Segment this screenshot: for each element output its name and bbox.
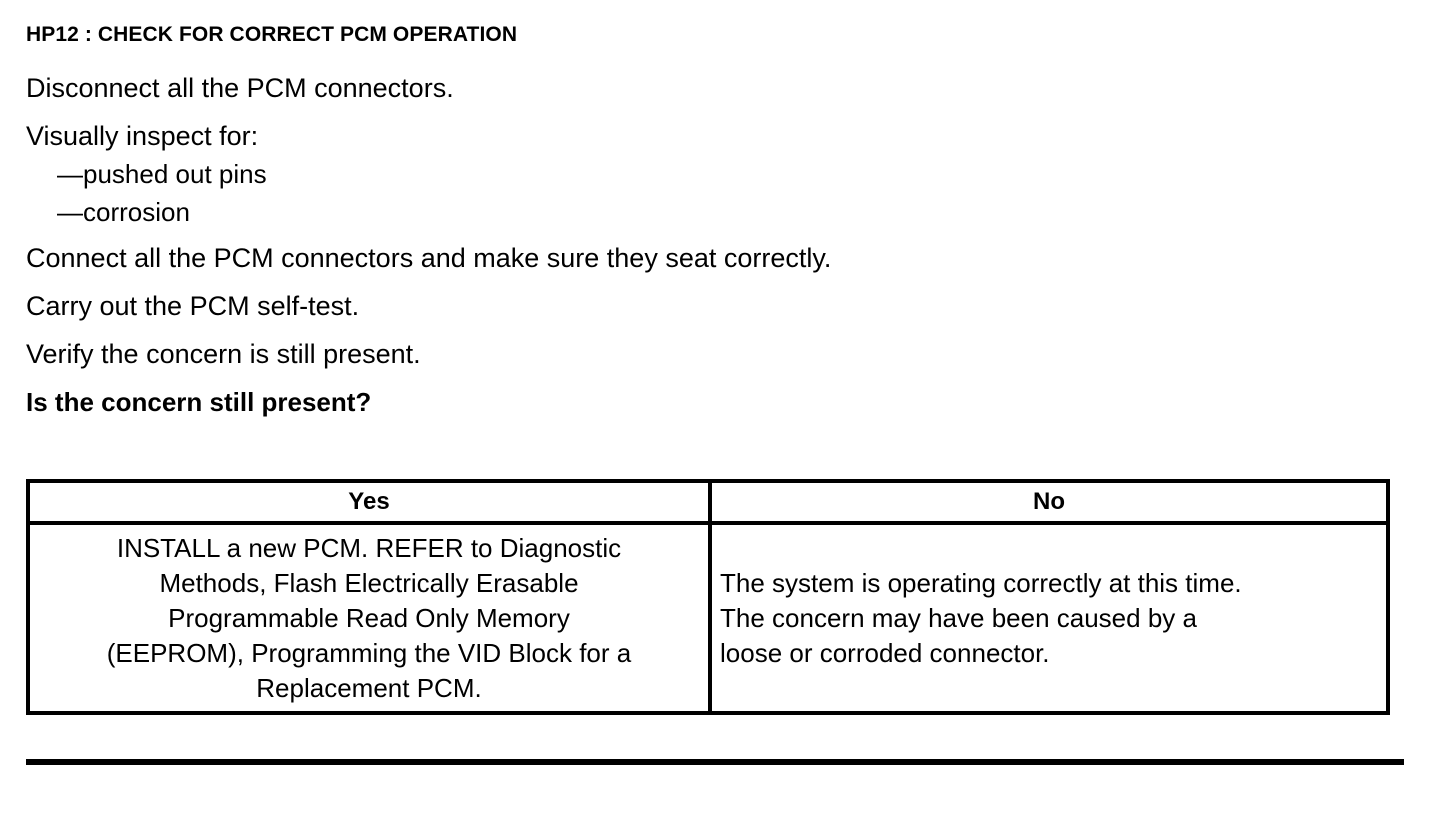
table-header-row: Yes No — [30, 483, 1386, 525]
page-title: HP12 : CHECK FOR CORRECT PCM OPERATION — [26, 23, 518, 46]
cell-text-line: The concern may have been caused by a — [720, 602, 1197, 633]
cell-text-line: The system is operating correctly at thi… — [720, 567, 1242, 598]
procedure-step: Disconnect all the PCM connectors. — [26, 73, 454, 103]
procedure-step: Verify the concern is still present. — [26, 339, 421, 369]
cell-text-line: Replacement PCM. — [256, 672, 482, 703]
cell-text-line: Methods, Flash Electrically Erasable — [159, 567, 579, 598]
procedure-step: Connect all the PCM connectors and make … — [26, 243, 832, 273]
cell-text-line: (EEPROM), Programming the VID Block for … — [106, 637, 632, 668]
procedure-step: Is the concern still present? — [26, 387, 372, 417]
decision-table: Yes No INSTALL a new PCM. REFER to Diagn… — [26, 479, 1390, 715]
cell-text-line: Programmable Read Only Memory — [168, 602, 570, 633]
procedure-bullet: —pushed out pins — [57, 159, 267, 189]
procedure-bullet: —corrosion — [57, 197, 190, 227]
procedure-step: Visually inspect for: — [26, 121, 259, 151]
cell-text-line: loose or corroded connector. — [720, 637, 1050, 668]
procedure-step: Carry out the PCM self-test. — [26, 291, 360, 321]
cell-text-line: INSTALL a new PCM. REFER to Diagnostic — [116, 532, 622, 563]
cell-no-action: The system is operating correctly at thi… — [712, 525, 1386, 711]
column-header-no: No — [1033, 488, 1065, 515]
column-header-yes: Yes — [30, 483, 712, 521]
footer-divider — [26, 759, 1404, 765]
